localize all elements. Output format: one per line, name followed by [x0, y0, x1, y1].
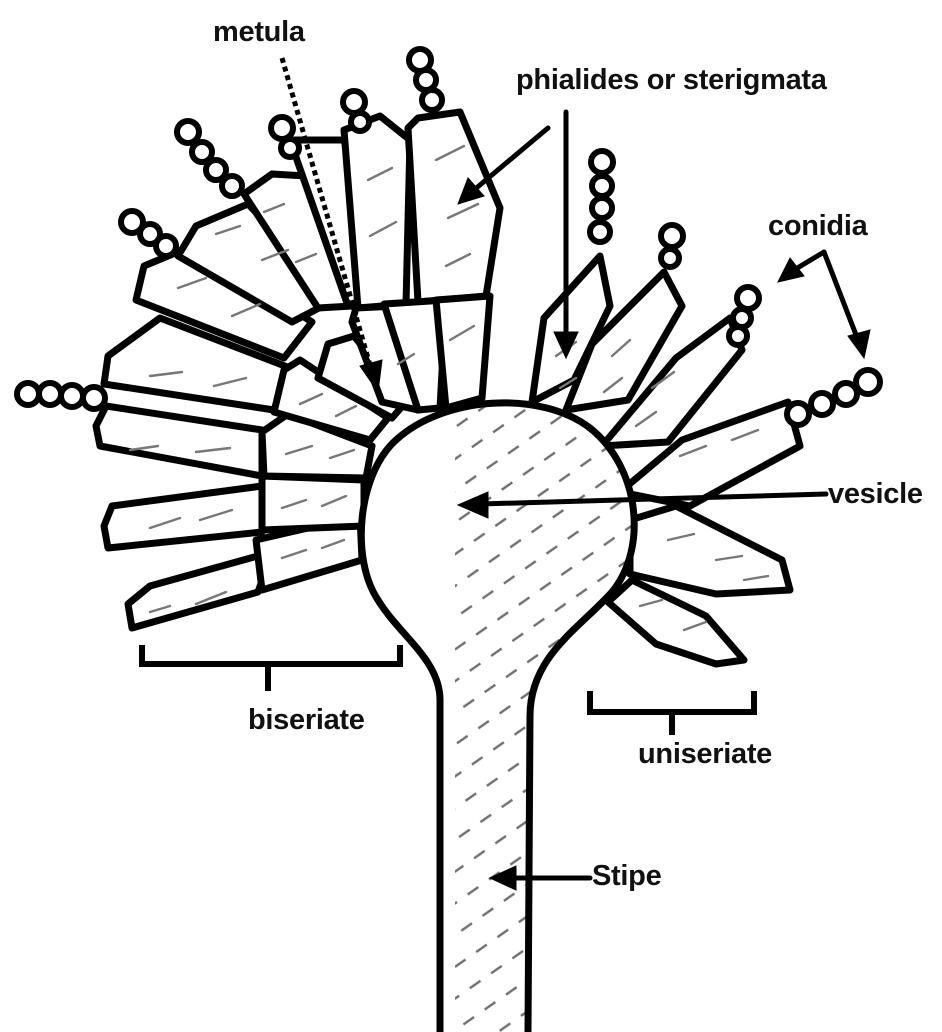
conidia-pointer-line — [824, 252, 858, 340]
conidium — [835, 383, 857, 405]
conidium — [856, 370, 880, 394]
conidium — [177, 121, 199, 143]
phialide — [408, 112, 500, 302]
conidia-pointer-line — [794, 252, 824, 270]
conidium — [787, 403, 809, 425]
biseriate-bracket — [142, 648, 400, 688]
conidium — [83, 387, 105, 409]
metula — [436, 296, 490, 408]
phialide — [630, 506, 790, 594]
phialide — [128, 552, 272, 628]
uniseriate-bracket — [590, 694, 754, 732]
conidium — [590, 222, 610, 242]
conidium — [343, 91, 365, 113]
conidia-arrowhead — [848, 330, 870, 358]
conidium — [591, 151, 613, 173]
phialide — [344, 116, 410, 308]
metula — [262, 476, 364, 530]
label-conidia: conidia — [768, 212, 867, 241]
label-vesicle: vesicle — [828, 480, 923, 509]
conidium — [811, 393, 833, 415]
conidium — [661, 225, 683, 247]
conidium — [39, 383, 61, 405]
conidium — [351, 113, 369, 131]
phialide — [96, 406, 262, 476]
phialide — [104, 486, 262, 548]
conidium — [271, 117, 293, 139]
conidium — [592, 198, 612, 218]
conidium — [61, 385, 83, 407]
conidium — [156, 236, 176, 256]
label-phialides: phialides or sterigmata — [516, 66, 827, 95]
conidium — [17, 383, 39, 405]
conidia-arrowhead — [778, 258, 804, 282]
conidium — [661, 249, 679, 267]
stipe-and-vesicle — [361, 403, 634, 1032]
conidium — [222, 176, 242, 196]
conidium — [737, 287, 759, 309]
conidium — [192, 142, 212, 162]
conidium — [422, 90, 442, 110]
label-stipe: Stipe — [592, 862, 661, 891]
label-metula: metula — [213, 18, 305, 47]
conidium — [416, 70, 436, 90]
label-biseriate: biseriate — [248, 706, 365, 735]
phialides-pointer-line — [474, 128, 548, 190]
conidium — [281, 139, 299, 157]
label-uniseriate: uniseriate — [638, 740, 772, 769]
conidium — [592, 176, 612, 196]
conidium — [729, 327, 747, 345]
